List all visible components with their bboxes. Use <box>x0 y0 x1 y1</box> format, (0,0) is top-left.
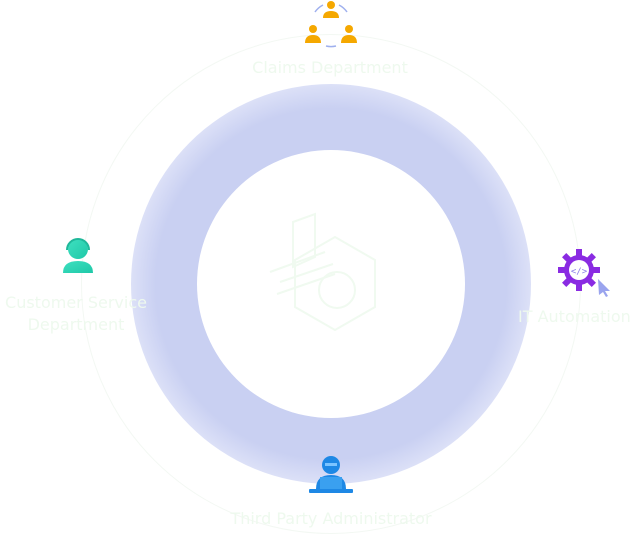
third-party-administrator-label: Third Party Administrator <box>230 509 432 528</box>
laptop-user-icon <box>309 456 353 493</box>
center-circle <box>197 150 465 418</box>
svg-text:</>: </> <box>571 267 588 277</box>
center-hub-icon <box>269 212 376 332</box>
claims-department-label: Claims Department <box>252 58 408 77</box>
customer-service-label-line2: Department <box>27 315 125 334</box>
headset-agent-icon <box>63 238 93 273</box>
team-icon <box>305 1 357 48</box>
it-automation-label: IT Automation <box>518 307 631 326</box>
customer-service-label-line1: Customer Service <box>5 293 147 312</box>
code-gear-icon: </> <box>558 249 610 297</box>
customer-service-label: Customer Service Department <box>0 292 152 336</box>
